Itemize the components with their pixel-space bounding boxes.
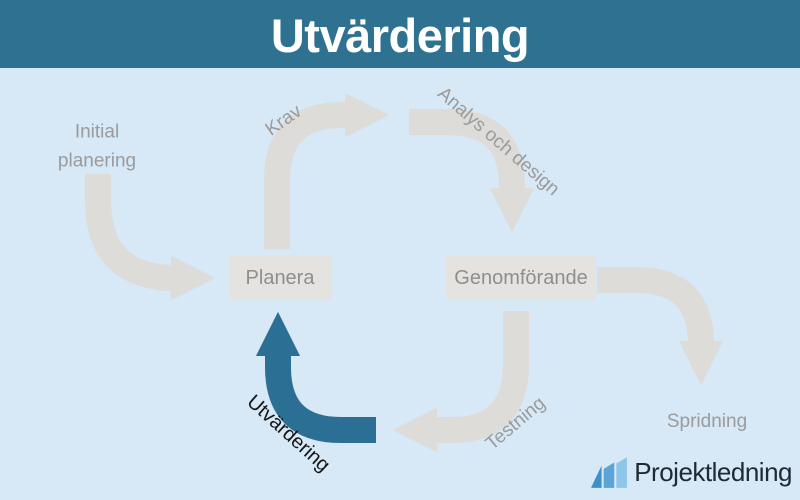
diagram-canvas: Planera Genomförande Initial planering K… bbox=[0, 68, 800, 500]
node-planera-box bbox=[229, 255, 332, 300]
arrow-testning bbox=[392, 311, 529, 453]
arrow-analys-to-genomforande bbox=[409, 109, 535, 233]
node-genomforande: Genomförande bbox=[446, 255, 596, 300]
label-initial-planering: Initial planering bbox=[57, 121, 137, 172]
node-genomforande-box bbox=[446, 255, 596, 300]
arrow-to-spridning bbox=[597, 267, 724, 386]
arrow-krav bbox=[264, 92, 390, 249]
cycle-diagram: Planera Genomförande bbox=[85, 92, 724, 453]
logo-text: Projektledning bbox=[634, 457, 792, 487]
logo-chart-icon bbox=[591, 457, 628, 488]
page-title: Utvärdering bbox=[270, 8, 530, 62]
logo-bar-3 bbox=[616, 457, 628, 488]
logo-projektledning: Projektledning bbox=[591, 456, 792, 488]
label-spridning: Spridning bbox=[666, 411, 748, 432]
node-planera: Planera bbox=[229, 255, 332, 300]
arrow-utvardering-to-planera bbox=[255, 311, 376, 443]
arrow-initial-to-planera bbox=[85, 174, 216, 301]
node-planera-label: Planera bbox=[246, 267, 316, 289]
header-banner: Utvärdering bbox=[0, 0, 800, 68]
node-genomforande-label: Genomförande bbox=[454, 267, 587, 289]
logo-bar-2 bbox=[603, 462, 615, 488]
logo-bar-1 bbox=[591, 465, 602, 488]
